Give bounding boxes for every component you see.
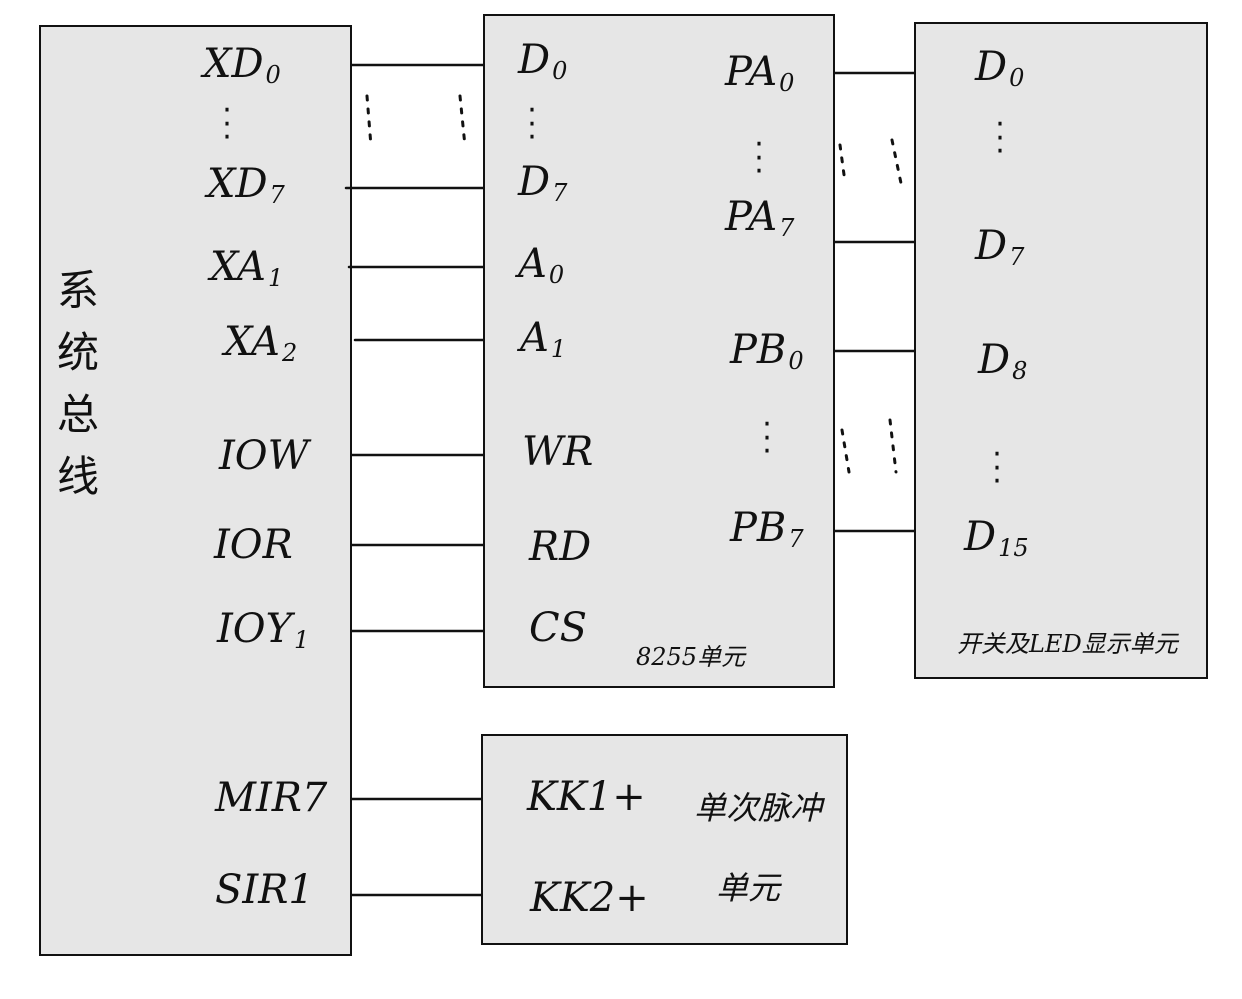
pb-dots-1 [840,428,851,474]
bus-dots-1 [365,94,373,148]
bus-pin-xd0: XD0 [203,41,281,89]
u8255-ellipsis-pb: ··· [762,407,772,469]
pb-dots-2 [888,418,898,474]
u8255-pin-pa7: PA7 [725,194,795,242]
u8255-block [483,14,835,688]
pulse-title-line2: 单元 [716,869,781,907]
u8255-pin-wr: WR [522,429,594,475]
bus-pin-xd7: XD7 [207,161,285,209]
bus-pin-sir1: SIR1 [215,867,314,913]
bus-pin-ioy1: IOY1 [217,606,310,654]
u8255-pin-cs: CS [529,605,588,651]
led-ellipsis-d-high: ··· [992,437,1002,499]
bus-pin-mir7: MIR7 [215,775,328,821]
u8255-pin-pb0: PB0 [730,327,804,375]
led-ellipsis-d-low: ··· [995,107,1005,169]
system-bus-block [39,25,352,956]
switch-led-block [914,22,1208,679]
led-title: 开关及LED显示单元 [957,630,1178,658]
bus-dots-2 [458,94,467,148]
u8255-pin-d0: D0 [518,37,568,85]
led-pin-d15: D15 [964,514,1029,562]
bus-pin-iow: IOW [219,433,309,479]
bus-pin-xa1: XA1 [210,244,284,292]
u8255-pin-a0: A0 [518,241,565,289]
bus-title: 系统总线 [56,266,99,501]
pulse-pin-kk2: KK2+ [530,875,649,921]
led-pin-d0: D0 [975,44,1025,92]
u8255-ellipsis-d: ··· [527,93,537,155]
led-pin-d8: D8 [978,337,1028,385]
led-pin-d7: D7 [975,223,1025,271]
single-pulse-block [481,734,848,945]
pulse-title-line1: 单次脉冲 [694,789,823,827]
u8255-ellipsis-pa: ··· [754,127,764,189]
pa-dots-1 [838,143,847,184]
u8255-title: 8255单元 [636,643,746,671]
pulse-pin-kk1: KK1+ [527,774,646,820]
u8255-pin-a1: A1 [520,315,567,363]
u8255-pin-rd: RD [529,524,592,570]
bus-ellipsis-xd: ··· [222,93,232,155]
pa-dots-2 [890,138,904,190]
u8255-pin-pb7: PB7 [730,505,804,553]
bus-pin-ior: IOR [214,522,293,568]
bus-pin-xa2: XA2 [224,319,298,367]
u8255-pin-d7: D7 [518,159,568,207]
u8255-pin-pa0: PA0 [725,49,795,97]
